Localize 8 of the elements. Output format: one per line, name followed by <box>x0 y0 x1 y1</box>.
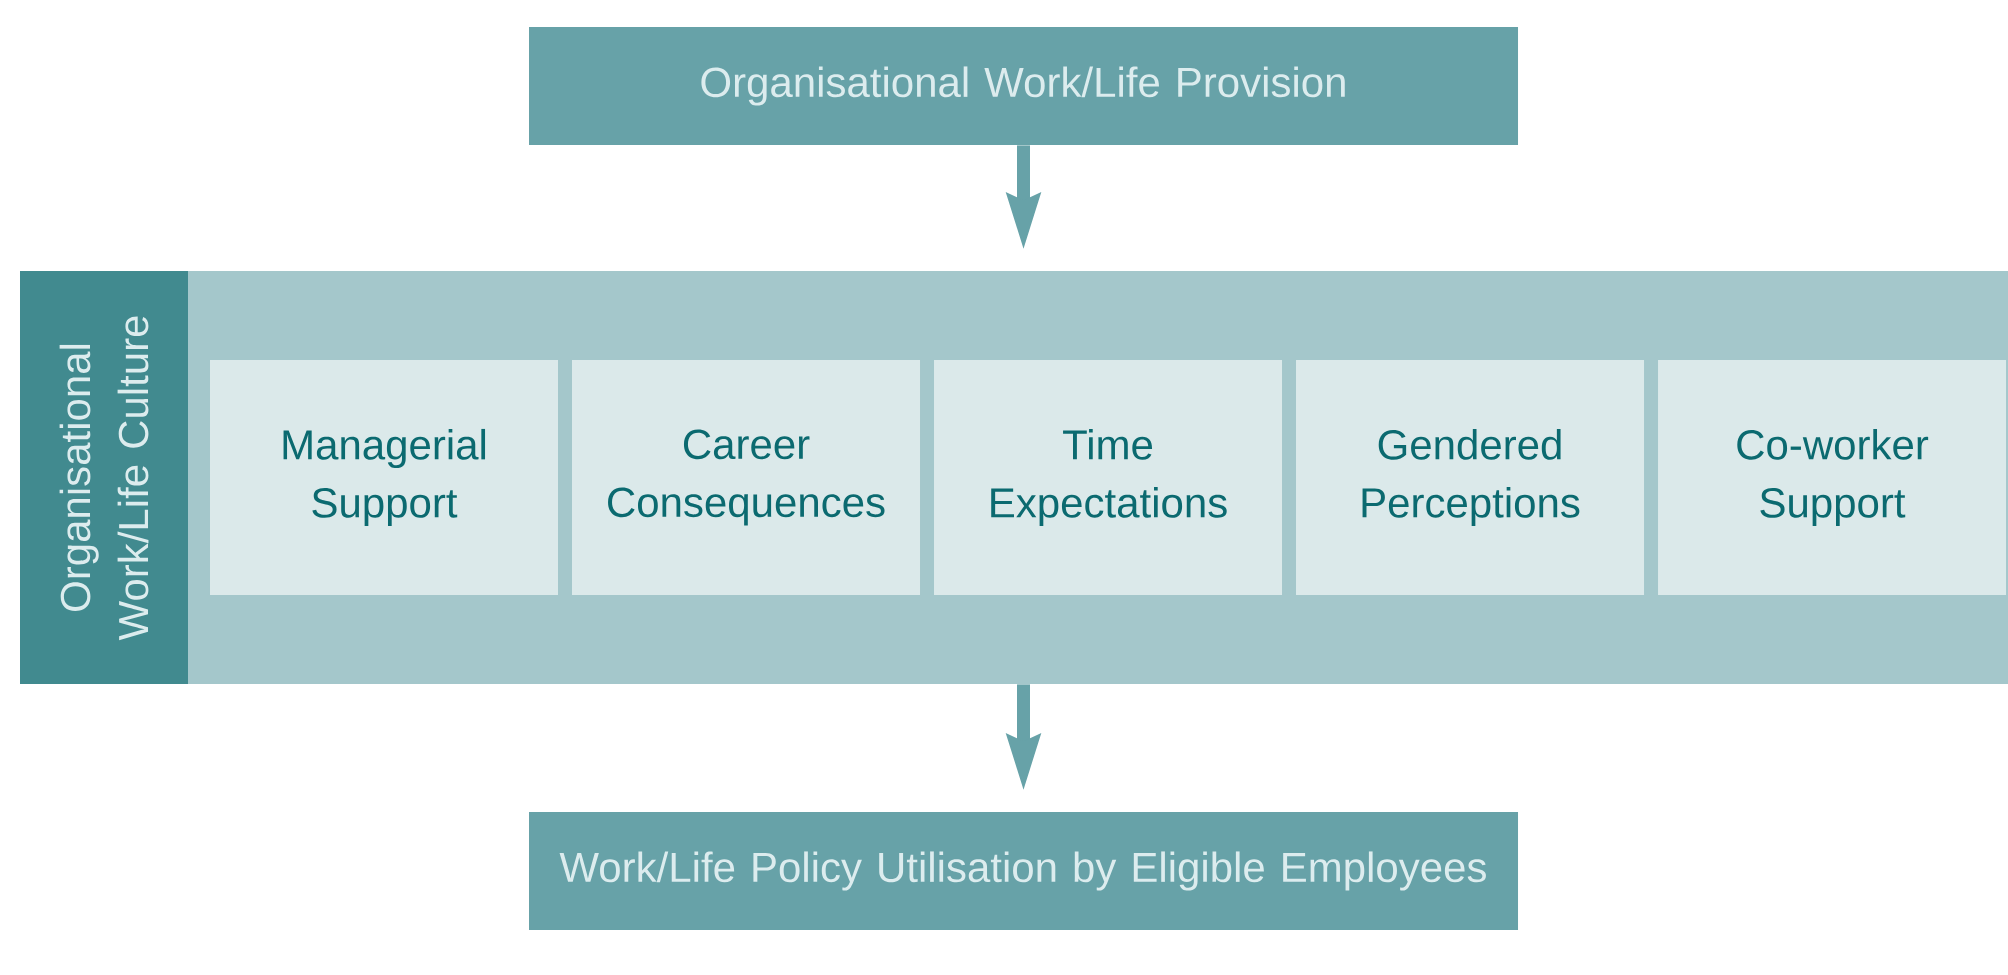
band-heading: Organisational Work/Life Culture <box>20 271 188 684</box>
factor-box: Co-worker Support <box>1658 360 2006 595</box>
factor-box: Time Expectations <box>934 360 1282 595</box>
process-box: Organisational Work/Life Provision <box>529 27 1518 145</box>
factor-box: Career Consequences <box>572 360 920 595</box>
factor-box: Managerial Support <box>210 360 558 595</box>
process-box: Work/Life Policy Utilisation by Eligible Employees <box>529 812 1518 930</box>
factor-box: Gendered Perceptions <box>1296 360 1644 595</box>
